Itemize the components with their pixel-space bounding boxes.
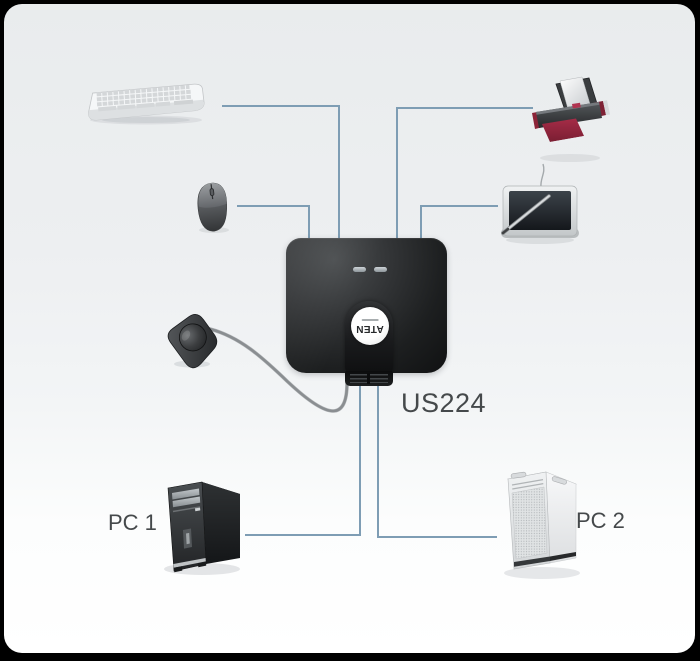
- aten-logo-rotated: ATEN: [356, 319, 384, 334]
- switch-port-connector: [345, 371, 393, 386]
- pc2-label: PC 2: [576, 508, 625, 533]
- aten-logo-badge: ATEN: [351, 307, 389, 345]
- usb-switch-device: ATEN: [286, 238, 447, 373]
- aten-logo-tagline: [361, 319, 379, 321]
- switch-model-label: US224: [401, 388, 487, 418]
- port2-led: [374, 267, 387, 272]
- aten-logo-text: ATEN: [356, 323, 384, 334]
- port1-led: [353, 267, 366, 272]
- pc1-label: PC 1: [108, 510, 157, 535]
- connector-grille-gap: [367, 373, 370, 384]
